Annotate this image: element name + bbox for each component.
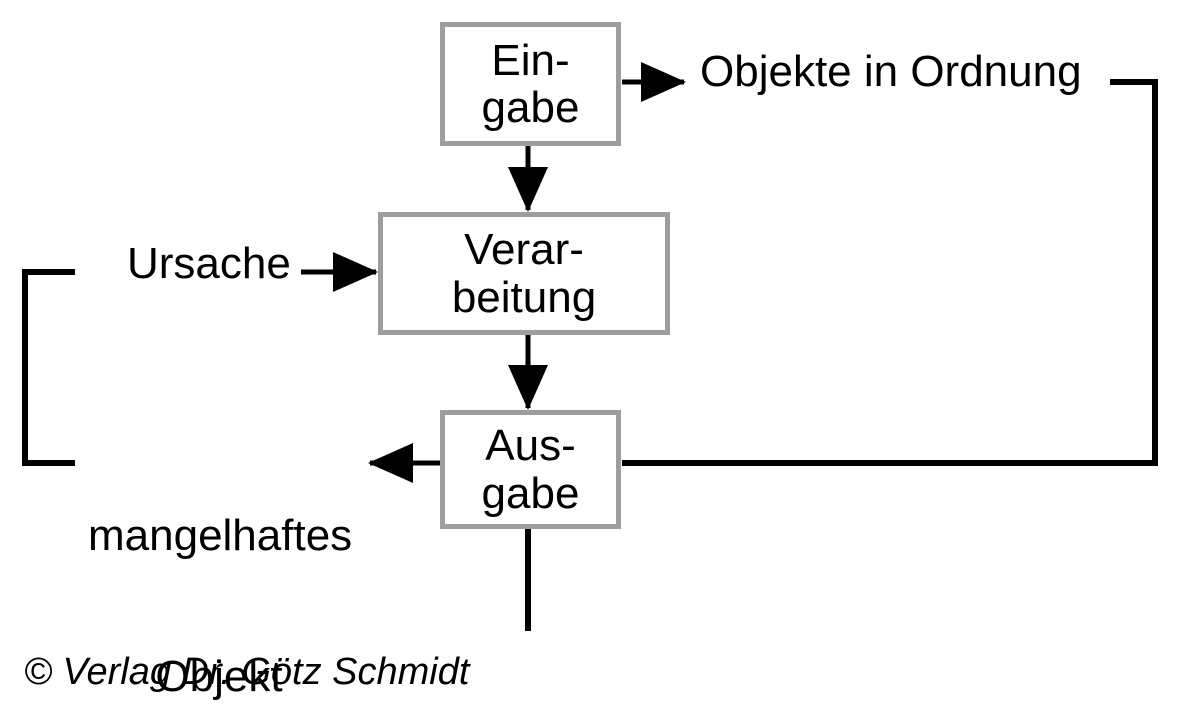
process-box-verarbeitung-line-1: Verar-	[464, 225, 584, 275]
process-box-ausgabe-line-2: gabe	[481, 468, 580, 518]
connector-mangelhaftes-objekt-feedback	[22, 269, 75, 466]
label-mangelhaftes-objekt-line-1: mangelhaftes	[88, 511, 353, 561]
process-box-verarbeitung-line-2: beitung	[451, 272, 597, 322]
connector-objekte-in-ordnung-feedback	[622, 79, 1158, 466]
process-box-eingabe[interactable]: Ein- gabe	[440, 22, 621, 146]
process-box-eingabe-line-1: Ein-	[491, 35, 570, 85]
process-box-ausgabe[interactable]: Aus- gabe	[440, 410, 621, 529]
process-box-eingabe-line-2: gabe	[481, 83, 580, 132]
process-box-verarbeitung[interactable]: Verar- beitung	[378, 212, 670, 335]
label-mangelhaftes-objekt-line-2: Objekt	[155, 652, 283, 702]
process-box-ausgabe-line-1: Aus-	[485, 421, 576, 471]
label-ursache: Ursache	[127, 239, 291, 288]
label-objekte-in-ordnung: Objekte in Ordnung	[700, 47, 1082, 96]
label-mangelhaftes-objekt: mangelhaftes Objekt	[88, 418, 353, 708]
copyright-notice: © Verlag Dr. Götz Schmidt	[24, 651, 470, 693]
